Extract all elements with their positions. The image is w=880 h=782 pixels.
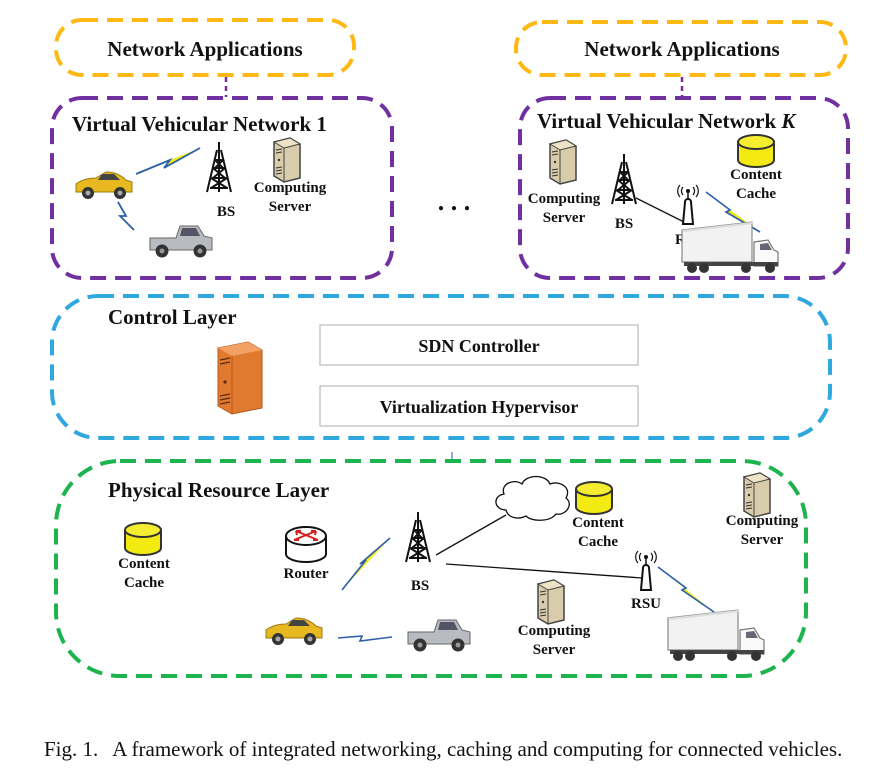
figure-number: Fig. 1. <box>44 737 99 761</box>
computing-server-icon <box>549 139 577 185</box>
virtual-vehicular-network-1-box <box>50 96 394 280</box>
truck-icon <box>681 221 779 274</box>
bs-label: BS <box>615 216 633 232</box>
rsu-antenna-icon <box>676 184 700 225</box>
virtualization-hypervisor-label: Virtualization Hypervisor <box>380 397 579 417</box>
vvn-k-title: Virtual Vehicular Network K <box>537 109 797 133</box>
vvn-1-title: Virtual Vehicular Network 1 <box>72 112 327 136</box>
truck-icon <box>667 609 765 662</box>
content-cache-label: Content <box>118 556 170 572</box>
network-applications-label-1: Network Applications <box>107 37 302 61</box>
content-cache-icon <box>124 522 162 556</box>
virtualization-hypervisor-box <box>319 385 639 427</box>
computing-server-icon <box>743 472 771 518</box>
bs-label: BS <box>411 578 429 594</box>
control-layer-box <box>50 294 832 440</box>
physical-resource-layer-box <box>54 459 808 678</box>
physical-resource-layer-title: Physical Resource Layer <box>108 478 329 502</box>
computing-server-label: Server <box>741 532 784 548</box>
content-cache-label: Content <box>730 167 782 183</box>
car-icon <box>75 171 133 200</box>
car-icon <box>265 617 323 646</box>
rsu-label: RSU <box>631 596 661 612</box>
wireless-link-icon <box>341 537 391 591</box>
base-station-tower-icon <box>206 141 232 193</box>
wireless-link-icon <box>337 635 393 642</box>
wireless-link-icon <box>135 147 201 175</box>
base-station-tower-icon <box>405 511 431 563</box>
cloud-icon <box>495 475 570 521</box>
computing-server-label: Server <box>543 210 586 226</box>
pickup-truck-icon <box>149 225 213 258</box>
content-cache-icon <box>575 481 613 515</box>
wired-link <box>635 197 685 223</box>
ellipsis: . . . <box>438 187 471 216</box>
content-cache-label: Cache <box>578 534 618 550</box>
network-applications-box-k <box>514 20 848 77</box>
wireless-link-icon <box>657 566 715 613</box>
sdn-server-icon <box>217 341 263 415</box>
computing-server-icon <box>537 579 565 625</box>
caption-text: A framework of integrated networking, ca… <box>112 737 843 761</box>
bs-label: BS <box>217 204 235 220</box>
pickup-truck-icon <box>407 619 471 652</box>
content-cache-icon <box>737 134 775 168</box>
virtual-vehicular-network-k-box <box>518 96 850 280</box>
wired-link <box>445 563 643 579</box>
computing-server-label: Server <box>533 642 576 658</box>
content-cache-label: Cache <box>124 575 164 591</box>
computing-server-label: Computing <box>726 513 799 529</box>
network-applications-label-k: Network Applications <box>584 37 779 61</box>
figure-caption: Fig. 1. A framework of integrated network… <box>44 736 880 762</box>
framework-diagram: Network Applications Virtual Vehicular N… <box>50 18 850 678</box>
control-layer-title: Control Layer <box>108 305 237 329</box>
computing-server-label: Computing <box>518 623 591 639</box>
wireless-link-icon <box>117 201 135 231</box>
network-applications-box-1 <box>54 18 356 77</box>
wireless-link-icon <box>705 191 761 233</box>
computing-server-label: Server <box>269 199 312 215</box>
router-label: Router <box>284 566 329 582</box>
computing-server-icon <box>273 137 301 183</box>
sdn-controller-box <box>319 324 639 366</box>
computing-server-label: Computing <box>254 180 327 196</box>
computing-server-label: Computing <box>528 191 601 207</box>
rsu-antenna-icon <box>634 550 658 591</box>
router-icon <box>285 526 327 563</box>
wired-link <box>435 514 507 556</box>
content-cache-label: Content <box>572 515 624 531</box>
content-cache-label: Cache <box>736 186 776 202</box>
base-station-tower-icon <box>611 153 637 205</box>
sdn-controller-label: SDN Controller <box>418 336 539 356</box>
